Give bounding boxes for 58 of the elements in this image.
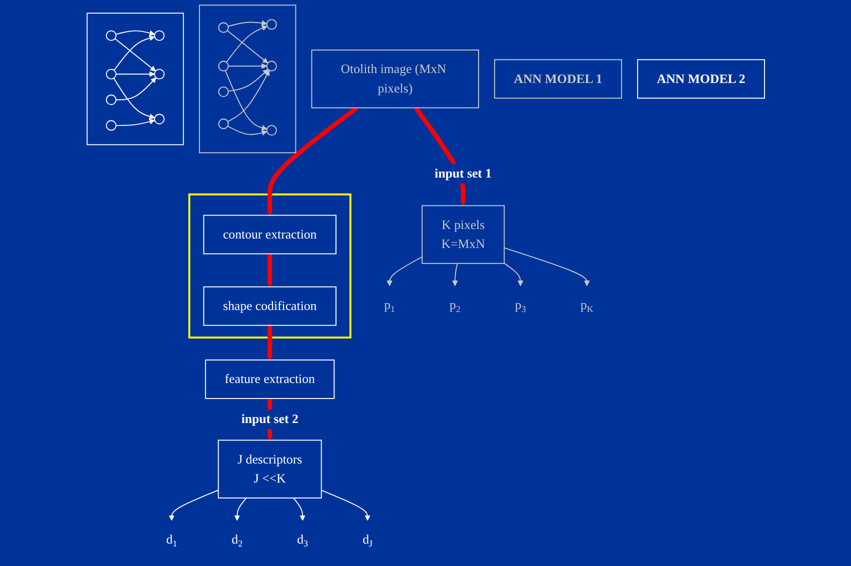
node-circle (266, 19, 277, 30)
node-text: p$_{2}$ (449, 298, 460, 315)
arrow (227, 20, 267, 27)
arrow (320, 490, 370, 521)
arrow (226, 126, 267, 136)
arrow (226, 30, 268, 64)
node-box: Otolith image (MxN pixels) (310, 50, 479, 108)
arrow (266, 254, 272, 288)
node-circle (154, 114, 164, 124)
node-box: J descriptors J <<K (218, 440, 322, 498)
node-circle (106, 120, 116, 131)
arrow (115, 71, 154, 77)
node-circle (218, 22, 228, 33)
arrow (168, 490, 218, 521)
cluster (86, 12, 184, 146)
arrow (266, 106, 358, 216)
node-circle (154, 68, 164, 80)
arrow (227, 69, 268, 92)
node-text: d$_{J}$ (362, 532, 372, 550)
node-box: contour extraction (202, 214, 336, 254)
cluster (188, 193, 352, 338)
node-circle (106, 94, 116, 106)
arrow (503, 262, 523, 286)
node-text: d$_{2}$ (231, 532, 242, 550)
node-text: p$_{3}$ (514, 298, 526, 315)
node-circle (218, 118, 228, 130)
node-box: ANN MODEL 1 (494, 59, 622, 99)
node-circle (106, 68, 116, 80)
arrow (224, 70, 267, 130)
node-circle (266, 60, 277, 72)
arrow (112, 78, 155, 120)
arrow (115, 77, 156, 100)
arrow (115, 118, 155, 126)
edge-label: input set 2 (241, 410, 298, 429)
node-box: ANN MODEL 2 (636, 59, 765, 99)
node-circle (218, 86, 228, 98)
node-box: K pixels K=MxN (421, 205, 504, 264)
cluster (198, 4, 296, 154)
node-text: p$_{K}$ (580, 298, 594, 315)
node-text: p$_{1}$ (384, 298, 395, 315)
node-circle (266, 124, 277, 136)
node-text: d$_{1}$ (166, 532, 177, 550)
node-circle (106, 30, 116, 41)
node-text: d$_{3}$ (296, 532, 308, 550)
node-circle (218, 60, 228, 72)
arrow (386, 256, 422, 286)
node-box: feature extraction (204, 360, 334, 399)
node-box: shape codification (202, 286, 336, 326)
node-circle (154, 30, 164, 41)
arrow (228, 63, 267, 69)
arrow (452, 262, 458, 286)
arrow (503, 247, 590, 286)
arrow (266, 325, 272, 360)
arrow (292, 497, 306, 521)
arrow (234, 497, 246, 521)
arrow (226, 25, 268, 63)
arrow (115, 30, 155, 36)
arrow (226, 70, 270, 122)
